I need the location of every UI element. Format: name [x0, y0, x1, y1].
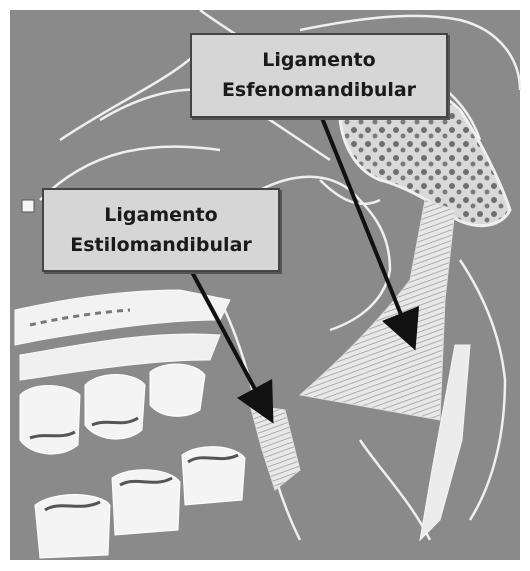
label-sphenomandibular-line2: Esfenomandibular [192, 75, 446, 105]
upper-molar-1 [20, 386, 80, 455]
label-stylomandibular-line2: Estilomandibular [44, 230, 278, 260]
small-marker [22, 200, 34, 212]
label-sphenomandibular: Ligamento Esfenomandibular [190, 33, 448, 118]
upper-molar-2 [85, 374, 145, 439]
label-stylomandibular-line1: Ligamento [44, 200, 278, 230]
upper-molar-3 [150, 364, 205, 416]
label-stylomandibular: Ligamento Estilomandibular [42, 188, 280, 272]
label-sphenomandibular-line1: Ligamento [192, 45, 446, 75]
